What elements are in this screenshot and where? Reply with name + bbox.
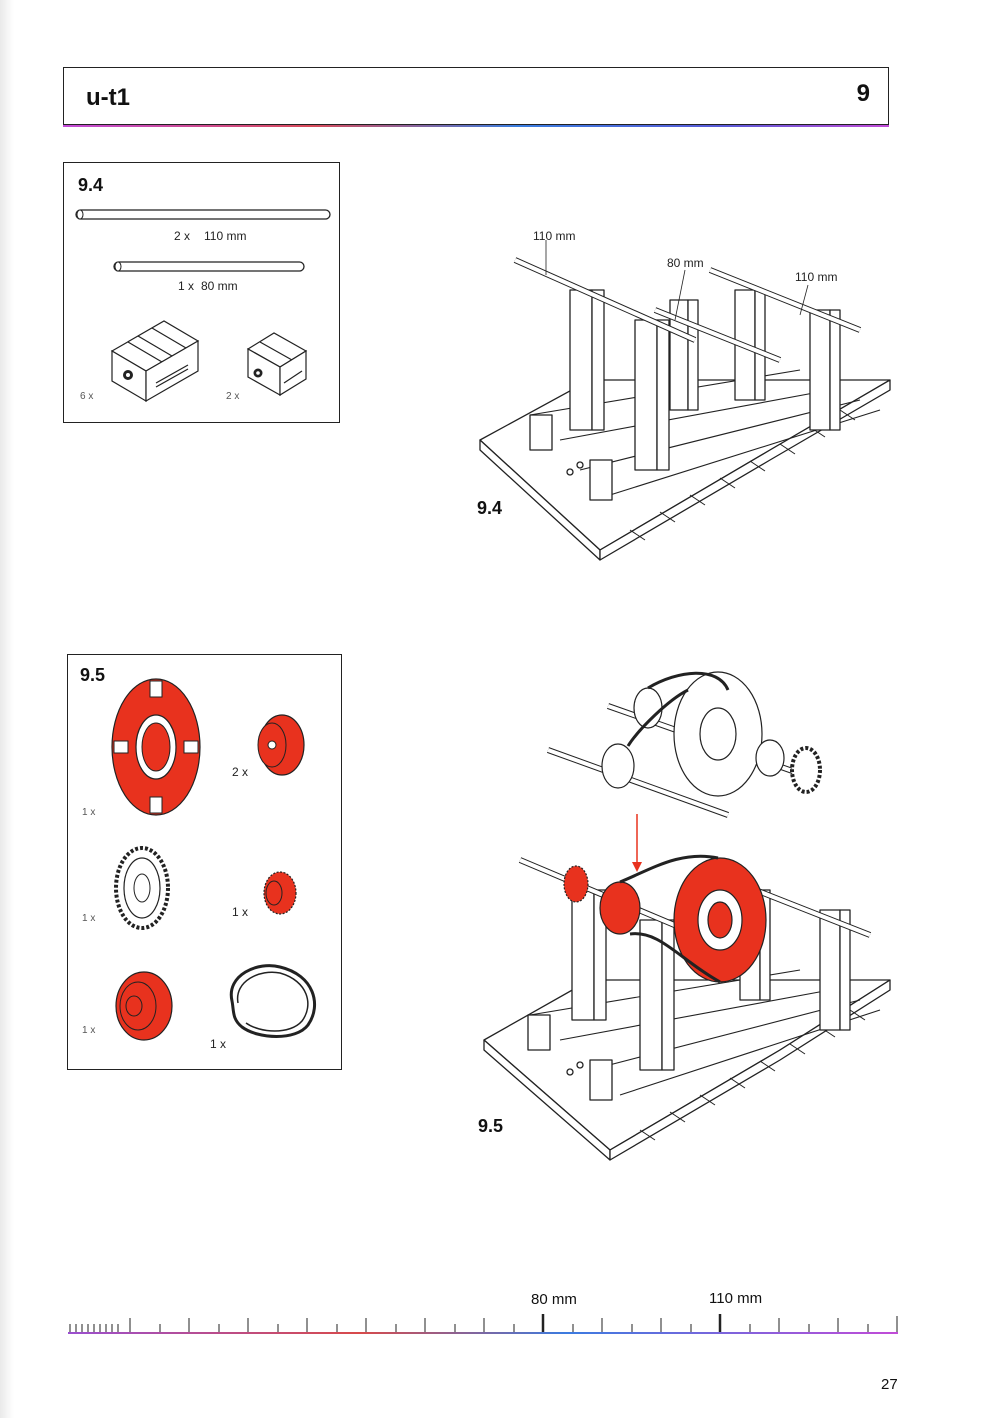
- axle-110-qty: 2 x: [174, 229, 191, 243]
- callout-middle-axle: 80 mm: [667, 256, 704, 270]
- parts-list-9-5: 9.5 1 x 2 x 1 x 1 x 1 x 1 x: [67, 654, 342, 1070]
- assembly-diagram-9-4: [479, 240, 891, 561]
- block-small-qty: 2 x: [226, 391, 240, 402]
- parts-list-label: 9.4: [78, 175, 104, 195]
- page-number: 27: [881, 1376, 898, 1393]
- assembly-diagram-9-5: [483, 854, 891, 1161]
- gear-qty: 1 x: [82, 913, 96, 924]
- axle-110mm-icon: [75, 209, 331, 220]
- callout-left-axle: 110 mm: [533, 229, 576, 243]
- red-hub-icon: [115, 971, 173, 1041]
- diagram-label-9-5: 9.5: [478, 1116, 504, 1136]
- measuring-ruler: [68, 1314, 898, 1334]
- small-gear-qty: 1 x: [232, 905, 249, 919]
- red-hub-qty: 1 x: [82, 1025, 96, 1036]
- header-color-rule: [63, 125, 889, 127]
- gear-icon: [114, 846, 170, 930]
- small-hub-icon: [257, 714, 305, 776]
- ruler-label-80mm: 80 mm: [531, 1291, 577, 1308]
- large-disc-qty: 1 x: [82, 807, 96, 818]
- axle-80-qty: 1 x: [178, 279, 195, 293]
- down-arrow-icon: [632, 814, 642, 872]
- building-block-large-icon: [110, 320, 200, 403]
- block-large-qty: 6 x: [80, 391, 94, 402]
- header-bar: u-t1 9: [63, 67, 889, 127]
- building-block-small-icon: [246, 332, 308, 397]
- axle-80mm-icon: [113, 261, 305, 272]
- page-gutter: [0, 0, 14, 1418]
- ruler-label-110mm: 110 mm: [709, 1290, 763, 1307]
- diagram-label-9-4: 9.4: [477, 498, 503, 518]
- axle-110-size: 110 mm: [204, 229, 247, 243]
- parts-list-9-4: 9.4 2 x 110 mm 1 x 80 mm 6 x: [63, 162, 340, 423]
- callout-right-axle: 110 mm: [795, 270, 838, 284]
- small-gear-icon: [263, 871, 297, 915]
- belt-drive-subassembly: [546, 671, 822, 818]
- drive-belt-icon: [229, 964, 317, 1038]
- small-hub-qty: 2 x: [232, 765, 249, 779]
- large-disc-icon: [111, 678, 201, 816]
- belt-qty: 1 x: [210, 1037, 227, 1051]
- step-number: 9: [856, 80, 870, 107]
- axle-80-size: 80 mm: [201, 279, 238, 293]
- parts-list-label: 9.5: [80, 665, 106, 685]
- model-title: u-t1: [86, 84, 130, 111]
